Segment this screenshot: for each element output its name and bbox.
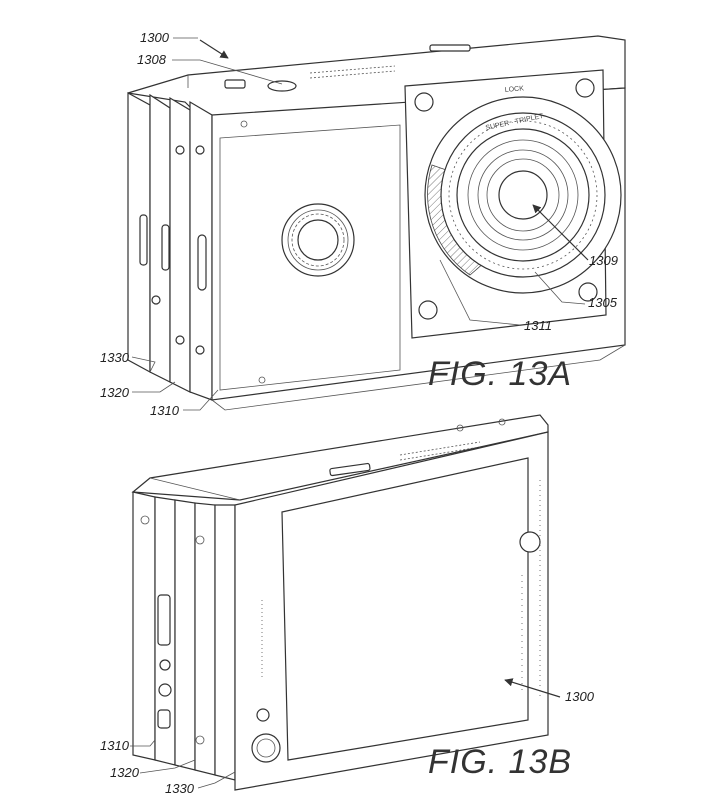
ref-1300-a: 1300 [140,30,170,45]
figure-label-13b: FIG. 13B [428,743,572,781]
ref-1330-a: 1330 [100,350,130,365]
ref-1330-b: 1330 [165,781,195,796]
ref-1310-a: 1310 [150,403,180,418]
ref-1308: 1308 [137,52,167,67]
ref-1320-a: 1320 [100,385,130,400]
ref-1305: 1305 [588,295,618,310]
ref-1310-b: 1310 [100,738,130,753]
figure-label-13a: FIG. 13A [428,355,572,393]
ref-1300-b: 1300 [565,689,595,704]
ref-1311: 1311 [524,318,552,333]
figure-13a-drawing: SUPER · TRIPLET LOCK [127,35,626,411]
ref-1309: 1309 [589,253,618,268]
front-small-lens [281,203,355,277]
lens-lock-text: LOCK [505,85,525,94]
ref-1320-b: 1320 [110,765,140,780]
side-led-strip [521,480,541,700]
figure-13b-drawing [130,414,561,791]
